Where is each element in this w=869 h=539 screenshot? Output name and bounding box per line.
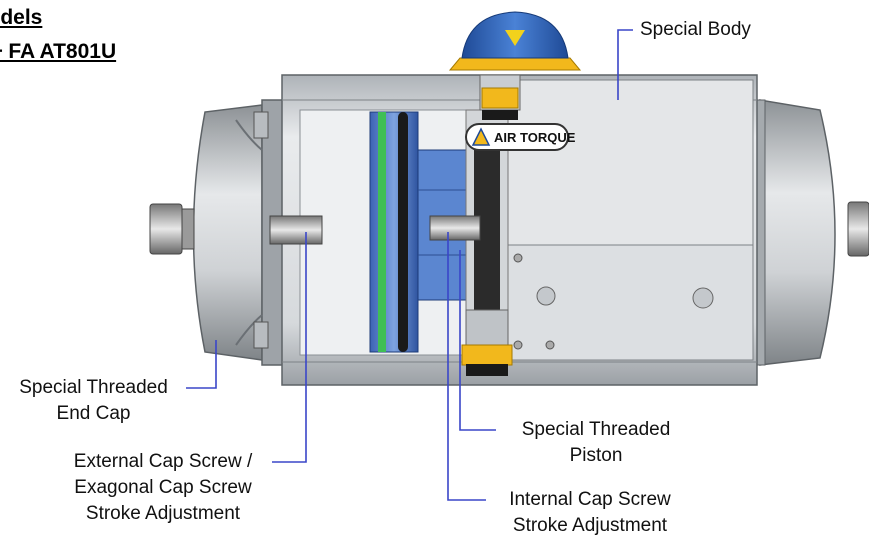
external-cap-screw: [269, 215, 323, 245]
label-internal-screw-line2: Stroke Adjustment: [512, 515, 668, 536]
label-special-body-text: Special Body: [640, 19, 751, 40]
leader-end-cap: [186, 340, 217, 389]
special-threaded-piston: [369, 111, 467, 353]
right-end-cap: [747, 99, 869, 366]
label-end-cap-line1: Special Threaded: [19, 377, 168, 398]
internal-cap-screw: [429, 215, 481, 241]
label-end-cap-line2: End Cap: [56, 403, 131, 424]
label-threaded-piston: Special Threaded Piston: [505, 417, 687, 469]
position-indicator: [448, 11, 582, 120]
label-external-screw: External Cap Screw / Exagonal Cap Screw …: [56, 449, 270, 527]
label-end-cap: Special Threaded End Cap: [6, 375, 181, 427]
label-external-screw-line1: External Cap Screw /: [73, 451, 253, 472]
brand-text: AIR TORQUE: [494, 130, 576, 145]
label-external-screw-line3: Stroke Adjustment: [85, 503, 241, 524]
label-threaded-piston-line1: Special Threaded: [521, 419, 671, 440]
leader-threaded-piston: [459, 250, 496, 431]
leader-special-body: [617, 29, 633, 100]
label-special-body: Special Body: [640, 17, 751, 43]
model-title-line1: Models: [0, 6, 43, 29]
label-internal-screw: Internal Cap Screw Stroke Adjustment: [494, 487, 686, 539]
leader-external-screw: [272, 232, 307, 463]
left-locknut: [149, 203, 195, 255]
air-torque-badge: AIR TORQUE: [465, 123, 576, 151]
label-threaded-piston-line2: Piston: [569, 445, 623, 466]
label-external-screw-line2: Exagonal Cap Screw: [74, 477, 252, 498]
label-internal-screw-line1: Internal Cap Screw: [509, 489, 671, 510]
leader-internal-screw: [447, 232, 486, 501]
model-title-line2: U ÷ FA AT801U: [0, 40, 117, 63]
leader-lines: [186, 29, 633, 501]
special-body: [281, 74, 758, 386]
